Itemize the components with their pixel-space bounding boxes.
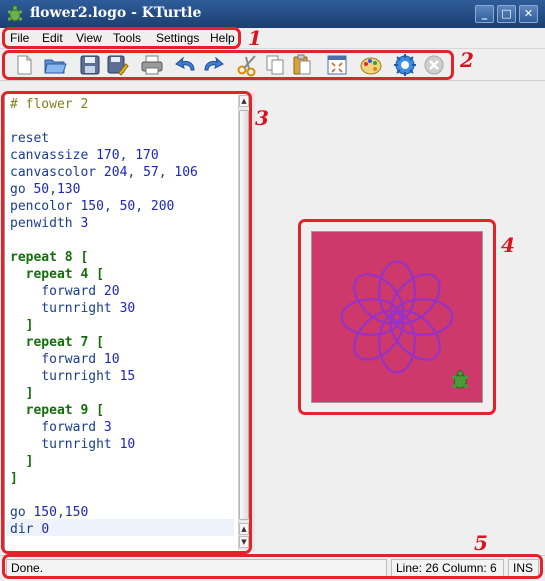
- menu-bar: File Edit View Tools Settings Help: [0, 28, 545, 49]
- flower-drawing: [340, 260, 454, 374]
- scroll-thumb[interactable]: [239, 110, 249, 520]
- canvas-background: [312, 232, 482, 402]
- window-title: flower2.logo - KTurtle: [30, 5, 202, 21]
- menu-settings[interactable]: Settings: [156, 31, 200, 45]
- menu-view[interactable]: View: [76, 31, 102, 45]
- run-icon[interactable]: [393, 53, 417, 77]
- code-line: canvassize 170, 170: [10, 148, 159, 163]
- annotation-label: 1: [248, 26, 262, 50]
- turtle-canvas: [311, 231, 483, 403]
- maximize-button[interactable]: □: [497, 5, 516, 23]
- insert-mode-indicator: INS: [508, 559, 539, 578]
- status-message: Done.: [6, 559, 387, 578]
- close-button[interactable]: ✕: [519, 5, 538, 23]
- menu-edit[interactable]: Edit: [42, 31, 63, 45]
- current-line-highlight: [6, 519, 234, 536]
- title-bar[interactable]: flower2.logo - KTurtle _ □ ✕: [0, 0, 545, 28]
- menu-help[interactable]: Help: [210, 31, 235, 45]
- new-file-icon[interactable]: [12, 53, 36, 77]
- code-line: turnright 30: [10, 301, 136, 316]
- code-line: ]: [10, 386, 34, 401]
- open-folder-icon[interactable]: [43, 53, 67, 77]
- code-editor[interactable]: # flower 2 reset canvassize 170, 170 can…: [4, 93, 249, 552]
- scroll-up-arrow-icon[interactable]: ▲: [239, 523, 249, 535]
- save-icon[interactable]: [78, 53, 102, 77]
- annotation-label: 5: [474, 531, 488, 555]
- menu-file[interactable]: File: [10, 31, 30, 45]
- code-line: go 50,130: [10, 182, 81, 197]
- paste-icon[interactable]: [290, 53, 314, 77]
- annotation-label: 2: [460, 48, 474, 72]
- cut-icon[interactable]: [236, 53, 260, 77]
- panel-splitter[interactable]: [249, 93, 255, 552]
- code-line: ]: [10, 471, 18, 486]
- code-line: canvascolor 204, 57, 106: [10, 165, 198, 180]
- code-line: penwidth 3: [10, 216, 89, 231]
- annotation-label: 4: [501, 233, 515, 257]
- code-line: turnright 15: [10, 369, 136, 384]
- turtle-app-icon: [7, 5, 23, 22]
- editor-scrollbar[interactable]: ▲ ▲ ▼: [238, 95, 249, 550]
- toolbar: [0, 49, 545, 81]
- code-line: repeat 9 [: [10, 403, 104, 418]
- code-line: forward 3: [10, 420, 112, 435]
- code-line: turnright 10: [10, 437, 136, 452]
- save-as-icon[interactable]: [105, 53, 129, 77]
- flower-petal: [353, 273, 405, 325]
- code-line: pencolor 150, 50, 200: [10, 199, 175, 214]
- code-line: ]: [10, 318, 34, 333]
- code-line: repeat 4 [: [10, 267, 104, 282]
- fullscreen-icon[interactable]: [325, 53, 349, 77]
- color-picker-icon[interactable]: [359, 53, 383, 77]
- undo-icon[interactable]: [174, 53, 198, 77]
- cursor-position: Line: 26 Column: 6: [391, 559, 504, 578]
- code-line: forward 10: [10, 352, 120, 367]
- code-line: repeat 7 [: [10, 335, 104, 350]
- print-icon[interactable]: [140, 53, 164, 77]
- code-line: repeat 8 [: [10, 250, 89, 265]
- code-line: forward 20: [10, 284, 120, 299]
- code-line: # flower 2: [10, 97, 89, 112]
- code-line: dir 0: [10, 522, 50, 537]
- turtle-icon: [452, 370, 469, 389]
- scroll-down-arrow-icon[interactable]: ▼: [239, 536, 249, 548]
- scroll-up-arrow-icon[interactable]: ▲: [239, 95, 249, 107]
- menu-tools[interactable]: Tools: [113, 31, 142, 45]
- stop-icon[interactable]: [422, 53, 446, 77]
- status-bar: Done. Line: 26 Column: 6 INS: [0, 555, 545, 581]
- minimize-button[interactable]: _: [475, 5, 494, 23]
- annotation-label: 3: [255, 106, 269, 130]
- code-line: go 150,150: [10, 505, 89, 520]
- code-line: ]: [10, 454, 34, 469]
- copy-icon[interactable]: [263, 53, 287, 77]
- code-line: reset: [10, 131, 50, 146]
- redo-icon[interactable]: [201, 53, 225, 77]
